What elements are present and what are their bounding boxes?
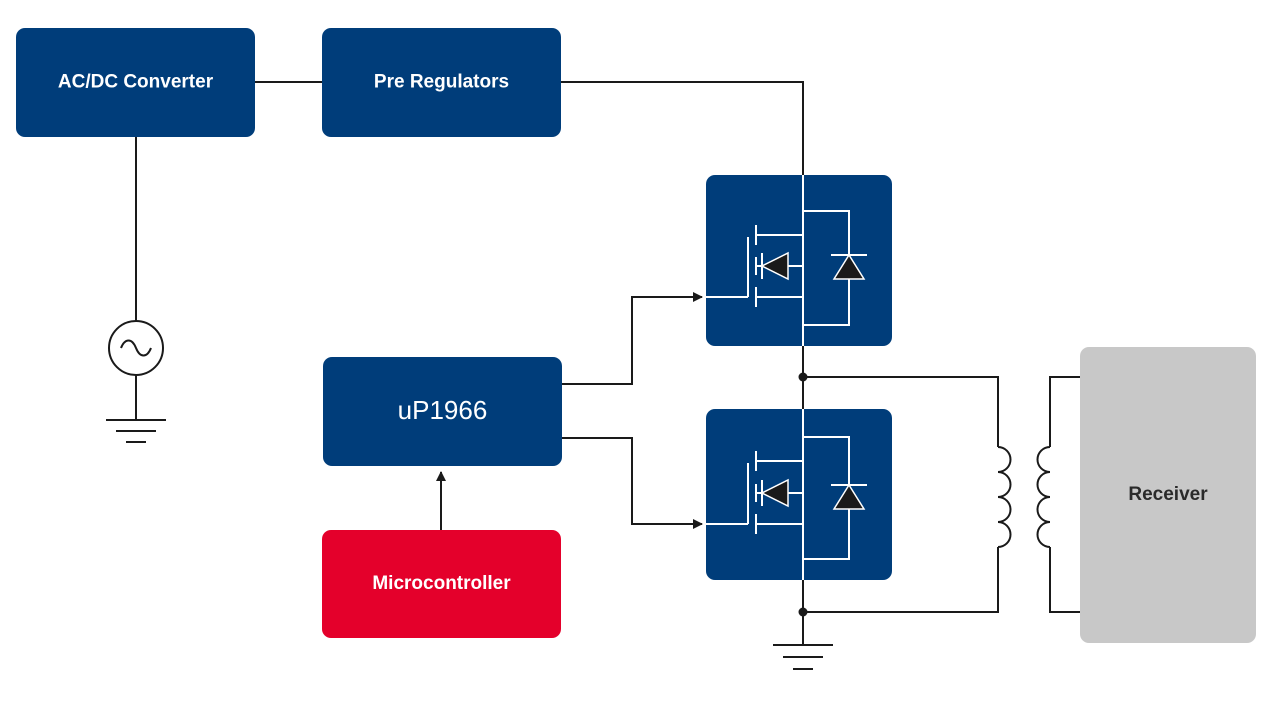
wires <box>135 81 1080 645</box>
acdc-converter-block: AC/DC Converter <box>16 28 255 137</box>
wire-primary-coil-return <box>803 547 999 613</box>
arrow-controller-to-low-mosfet <box>562 437 703 529</box>
high-side-mosfet-icon <box>706 175 892 346</box>
junction-dot <box>798 607 808 617</box>
receiver-label: Receiver <box>1128 484 1208 505</box>
acdc-converter-label: AC/DC Converter <box>58 72 214 93</box>
microcontroller-label: Microcontroller <box>372 573 511 594</box>
wire-switch-node-to-primary-coil <box>803 376 999 447</box>
wire-secondary-coil-bottom <box>1049 547 1080 613</box>
primary-coil-icon <box>997 446 1012 548</box>
pre-regulators-label: Pre Regulators <box>374 72 509 93</box>
receiver-block: Receiver <box>1080 347 1256 643</box>
junction-dot <box>798 372 808 382</box>
controller-block: uP1966 <box>323 357 562 466</box>
ac-source-icon <box>108 320 164 376</box>
low-side-mosfet-icon <box>706 409 892 580</box>
arrow-controller-to-high-mosfet <box>562 292 703 385</box>
wire-secondary-coil-top <box>1049 376 1080 447</box>
wire-prereg-to-high-mosfet <box>561 81 804 175</box>
controller-label: uP1966 <box>398 395 488 425</box>
ground-icon <box>106 419 166 443</box>
secondary-coil-icon <box>1036 446 1051 548</box>
pre-regulators-block: Pre Regulators <box>322 28 561 137</box>
ground-icon <box>773 644 833 670</box>
microcontroller-block: Microcontroller <box>322 530 561 638</box>
